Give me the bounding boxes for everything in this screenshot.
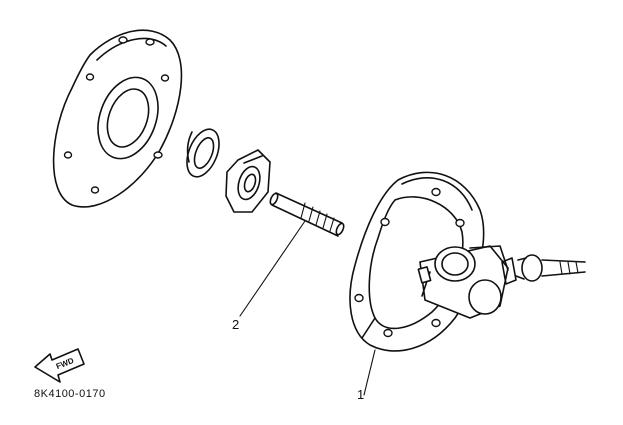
hex-nut xyxy=(225,149,271,213)
callout-part-2: 2 xyxy=(232,317,239,332)
fwd-arrow-icon: FWD xyxy=(34,348,85,383)
shaft-boss xyxy=(417,245,509,319)
callout-part-1: 1 xyxy=(357,387,364,402)
stud-bolt xyxy=(269,192,345,237)
back-flange-plate xyxy=(52,29,183,208)
leader-line-part-1 xyxy=(363,349,376,396)
diagram-code: 8K4100-0170 xyxy=(34,388,106,400)
main-hub-flange xyxy=(349,171,485,352)
leader-line-part-2 xyxy=(239,220,306,317)
spindle-end xyxy=(501,254,586,285)
washer xyxy=(186,128,220,178)
